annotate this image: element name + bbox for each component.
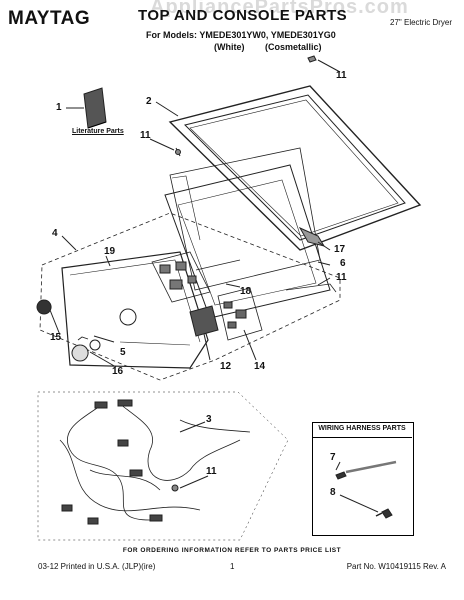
callout-14: 14	[254, 361, 266, 372]
diagram-title: TOP AND CONSOLE PARTS	[138, 7, 348, 24]
ui-board	[151, 251, 211, 303]
part-number: Part No. W10419115 Rev. A	[346, 562, 446, 571]
callout-11-right: 11	[336, 272, 347, 283]
callout-11-left: 11	[140, 130, 151, 141]
callout-7: 7	[330, 452, 336, 463]
callout-6: 6	[340, 258, 346, 269]
callout-11-top: 11	[336, 70, 347, 81]
callout-8: 8	[330, 487, 336, 498]
wiring-harness-title: WIRING HARNESS PARTS	[318, 425, 406, 432]
page-number: 1	[230, 562, 235, 571]
product-type: 27" Electric Dryer	[390, 18, 452, 27]
watermark: AppliancePartsPros.com	[150, 0, 409, 18]
callout-12: 12	[220, 361, 232, 372]
top-panel	[168, 85, 422, 251]
model-numbers: For Models: YMEDE301YW0, YMEDE301YG0	[146, 30, 336, 40]
callout-3: 3	[206, 414, 212, 425]
callout-18: 18	[240, 286, 252, 297]
print-info: 03-12 Printed in U.S.A. (JLP)(ire)	[38, 562, 156, 571]
control-board	[217, 287, 263, 341]
literature-booklet	[83, 87, 107, 129]
callout-5: 5	[120, 347, 126, 358]
callout-15: 15	[50, 332, 62, 343]
callout-17: 17	[334, 244, 346, 255]
callout-2: 2	[146, 96, 152, 107]
console-panel	[61, 251, 209, 369]
wiring-harness	[37, 391, 289, 541]
model-variants: (White) (Cosmetallic)	[214, 42, 322, 52]
console-frame	[169, 147, 321, 291]
callout-16: 16	[112, 366, 124, 377]
callout-19: 19	[104, 246, 116, 257]
wiring-harness-box	[312, 422, 414, 536]
wiring-harness-divider	[312, 437, 412, 438]
ordering-note: FOR ORDERING INFORMATION REFER TO PARTS …	[122, 547, 342, 554]
callout-1: 1	[56, 102, 62, 113]
console-assembly-outline	[39, 212, 341, 381]
callout-11-bottom: 11	[206, 466, 217, 477]
callout-4: 4	[52, 228, 58, 239]
literature-parts-label: Literature Parts	[72, 128, 124, 135]
brand-logo: MAYTAG	[8, 8, 91, 29]
